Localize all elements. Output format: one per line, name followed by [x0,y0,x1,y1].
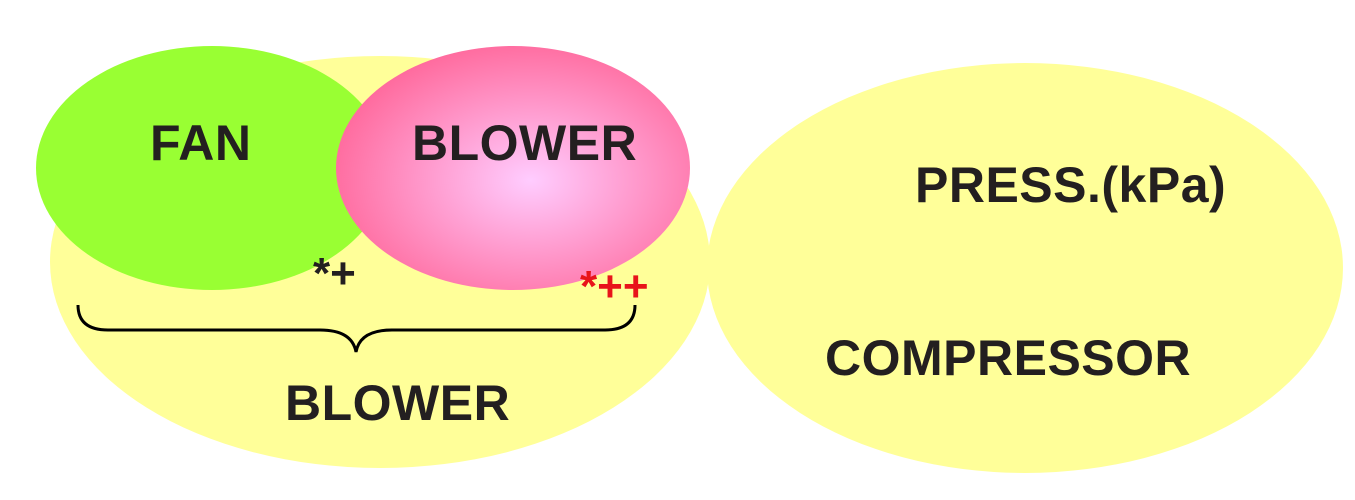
blower-group-brace [76,304,637,353]
fan-blower-marker: *+ [313,252,356,296]
blower-top-label: BLOWER [412,115,638,171]
fan-blower-star: * [313,249,331,298]
blower-compressor-star: * [580,262,598,311]
fan-region [36,46,388,290]
blower-region [336,46,690,290]
compressor-region [707,63,1343,473]
pressure-label: PRESS.(kPa) [915,157,1227,213]
blower-compressor-plus: ++ [597,262,649,311]
fan-blower-plus: + [330,249,356,298]
fan-label: FAN [150,115,252,171]
blower-group-label: BLOWER [285,375,511,431]
compressor-label: COMPRESSOR [825,330,1192,386]
blower-compressor-marker: *++ [580,265,649,309]
